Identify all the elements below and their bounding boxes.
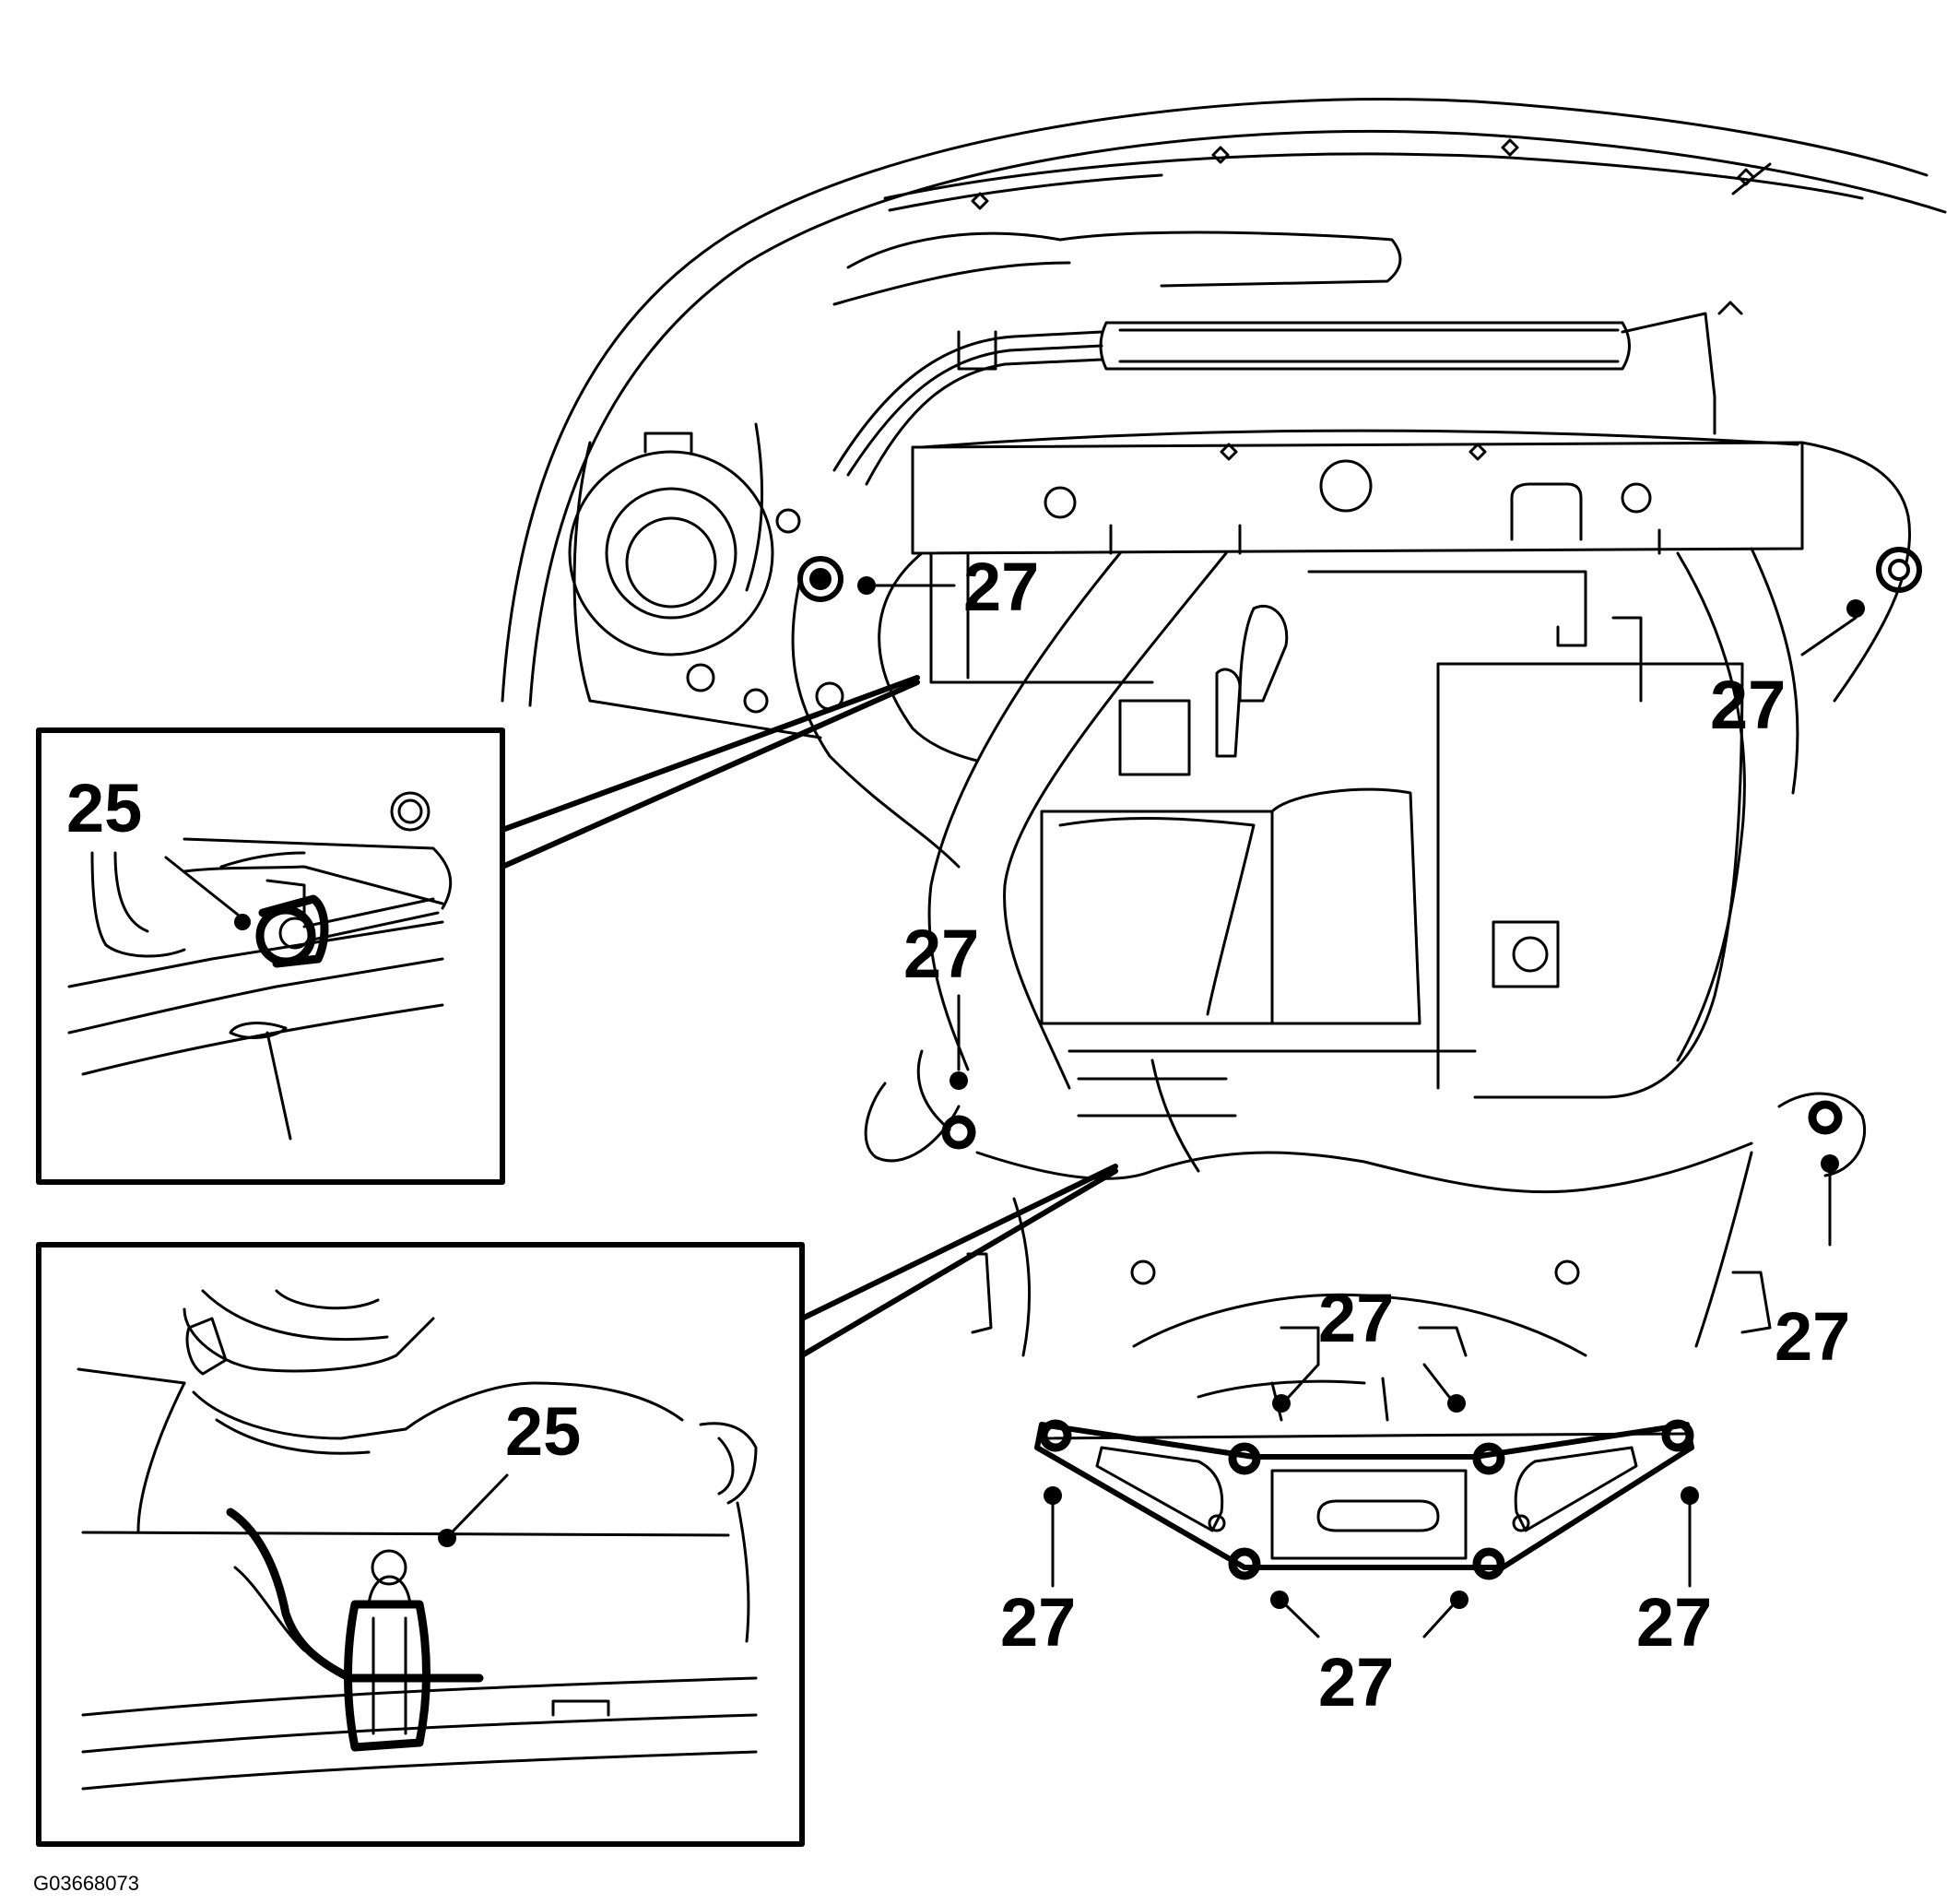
callout-27-top-right: 27: [1710, 667, 1786, 743]
inset-top: [36, 727, 505, 1185]
bolt-markers: [797, 547, 1922, 1609]
inset-pointers: [500, 675, 1118, 1358]
callout-27-center: 27: [1318, 1280, 1394, 1356]
callout-25-inset-top: 25: [66, 770, 142, 846]
callout-27-bottom-mid: 27: [1318, 1644, 1394, 1721]
inset-bottom: [36, 1242, 805, 1847]
callout-27-bottom-left: 27: [1000, 1584, 1076, 1661]
callout-25-inset-bottom: 25: [505, 1393, 581, 1470]
engine-block: [1040, 570, 1744, 1173]
radiator-assembly: [832, 231, 1743, 486]
left-hub-area: [568, 422, 844, 739]
subframe: [791, 441, 1911, 1357]
callout-27-top-left: 27: [963, 549, 1039, 625]
body-outline: [501, 98, 1947, 707]
figure-id-label: G03668073: [33, 1872, 139, 1895]
callout-27-right: 27: [1775, 1298, 1850, 1375]
callout-labels: 27 27 27 27 27 27 27 27 25 25: [66, 549, 1850, 1721]
callout-27-bottom-right: 27: [1636, 1584, 1712, 1661]
rear-mount-plate: [1034, 1259, 1694, 1580]
callout-27-mid-left: 27: [903, 916, 979, 992]
leader-lines: [874, 584, 1858, 1638]
front-crossmember: [911, 429, 1804, 684]
